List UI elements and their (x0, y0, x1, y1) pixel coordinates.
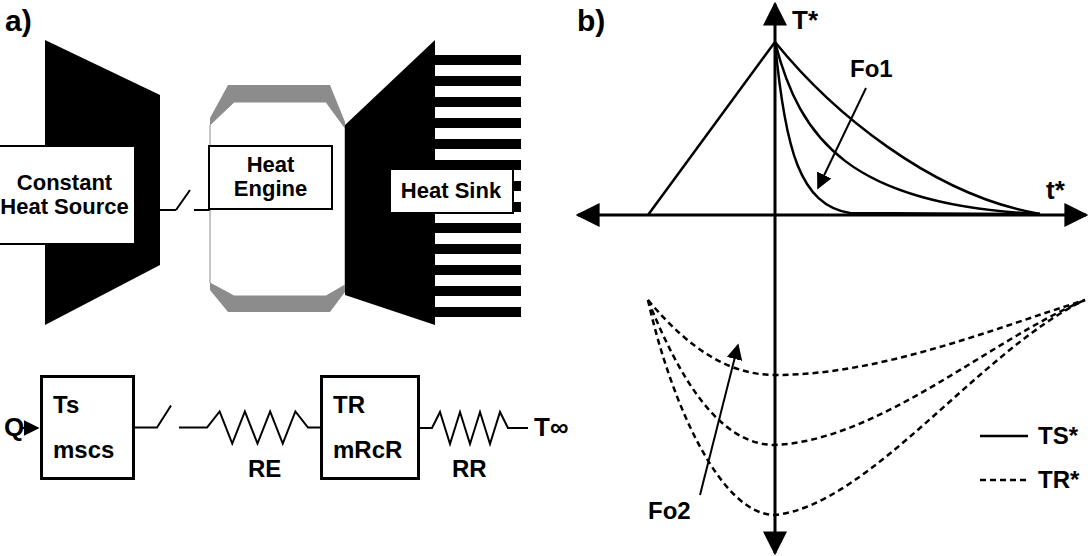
heat-engine-casing (210, 85, 345, 312)
reservoir-temperature-curves (648, 300, 1085, 515)
plot-label: T* (792, 6, 818, 35)
heat-sink-fins (435, 55, 521, 321)
node-text: Heat Sink (401, 179, 501, 203)
fourier-arrow (700, 345, 738, 495)
node-text: Constant Heat Source (0, 171, 134, 219)
legend-text: TS* (1038, 422, 1078, 450)
circuit-label: RE (248, 456, 281, 482)
legend-text: TR* (1038, 466, 1079, 494)
node-text: Ts (53, 392, 79, 418)
source-temperature-curves (648, 42, 1040, 215)
legend-swatch (978, 470, 1030, 490)
plot-axes (578, 4, 1086, 553)
node-text: Heat Engine (210, 153, 331, 201)
legend-entry: TR* (978, 466, 1079, 494)
circuit-label: T∞ (534, 413, 568, 442)
heat-sink-base (345, 40, 435, 325)
plot-label: Fo1 (850, 56, 893, 82)
plot-label: t* (1046, 176, 1065, 205)
thermal-mass-box: Ts mscs (40, 375, 135, 480)
node-text: mRcR (333, 437, 402, 463)
heat-input-arrow (22, 427, 38, 429)
resistor-symbol (420, 412, 528, 444)
plot-label: Fo2 (648, 498, 691, 524)
node-text: TR (333, 392, 365, 418)
illustration-label-box: Constant Heat Source (0, 145, 136, 245)
heat-engine-body (210, 102, 345, 296)
switch-symbol (160, 190, 212, 210)
circuit-label: RR (452, 456, 487, 482)
panel-label: a) (5, 4, 32, 37)
legend-line (980, 479, 1028, 482)
legend-swatch (978, 426, 1030, 446)
illustration-label-box: Heat Engine (208, 145, 333, 210)
node-text: mscs (53, 437, 114, 463)
thermal-mass-box: TR mRcR (320, 375, 420, 480)
heat-source-block (45, 40, 160, 325)
circuit-wire (135, 406, 320, 444)
legend-line (980, 435, 1028, 438)
circuit-label: Q (4, 413, 24, 442)
legend-entry: TS* (978, 422, 1078, 450)
fourier-arrow (818, 88, 866, 188)
panel-label: b) (577, 4, 605, 37)
illustration-label-box: Heat Sink (389, 168, 514, 214)
